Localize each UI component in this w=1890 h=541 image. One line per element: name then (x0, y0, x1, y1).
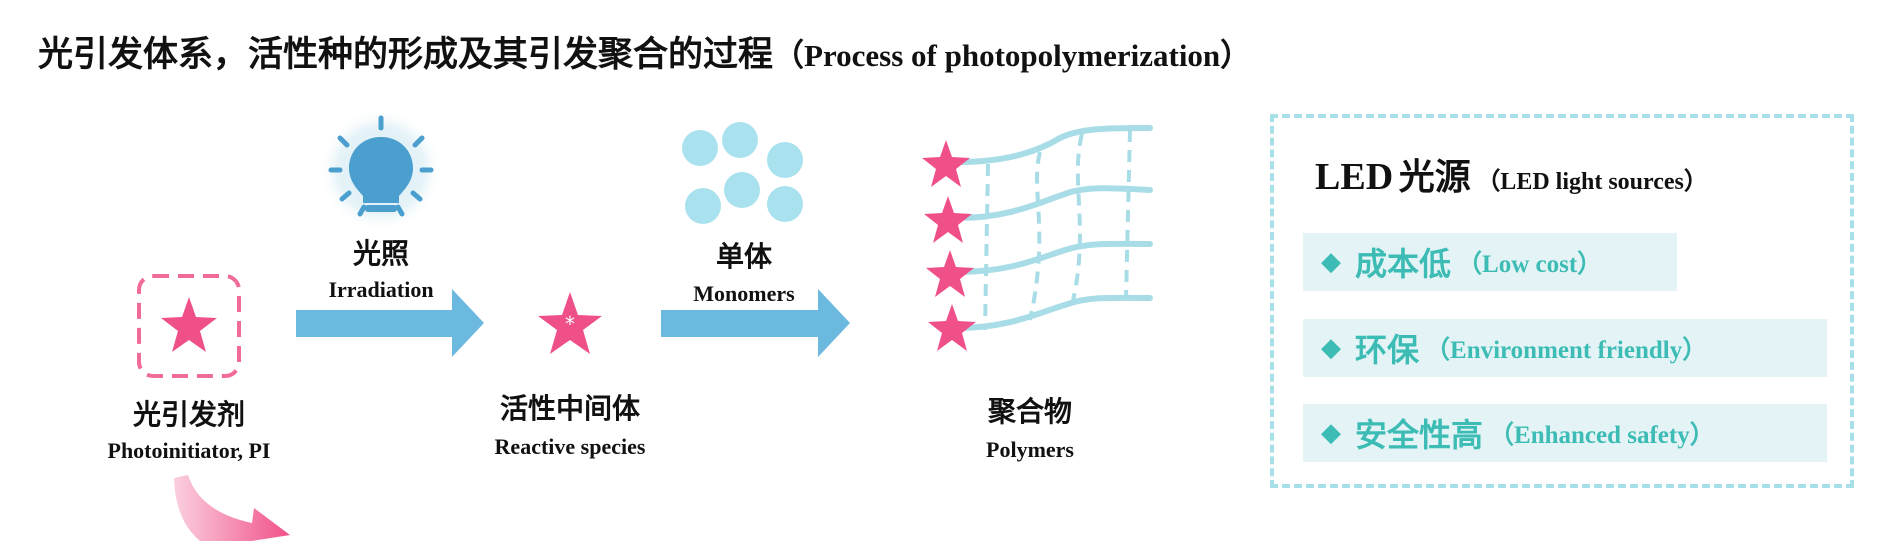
polymer-stars (922, 140, 976, 351)
initiator-icon (137, 274, 241, 378)
polymers-label-cn: 聚合物 (987, 395, 1072, 428)
monomers-label-en: Monomers (693, 281, 795, 306)
diamond-bullet-icon: ◆ (1321, 247, 1341, 277)
monomers-icon (682, 122, 803, 224)
polymers-label-en: Polymers (986, 437, 1074, 462)
led-title-en: LED (1315, 156, 1394, 198)
monomers-label-cn: 单体 (715, 240, 772, 273)
initiator-label-en: Photoinitiator, PI (107, 438, 271, 463)
arrow-irradiation (296, 289, 484, 357)
reactive-star-icon: * (538, 292, 602, 354)
reactive-label-en: Reactive species (494, 434, 646, 459)
title-cn: 光引发体系，活性种的形成及其引发聚合的过程 (38, 35, 774, 75)
reactive-label-cn: 活性中间体 (499, 392, 640, 425)
feature-label-en: （Low cost） (1457, 251, 1603, 278)
svg-text:*: * (565, 312, 575, 336)
initiator-label-cn: 光引发剂 (132, 398, 245, 431)
irradiation-label-cn: 光照 (352, 237, 409, 270)
curved-arrow-icon (174, 475, 290, 541)
irradiation-label-en: Irradiation (328, 277, 434, 302)
feature-label-en: （Environment friendly） (1425, 337, 1708, 364)
feature-label-cn: 成本低 (1355, 245, 1452, 283)
feature-label-en: （Enhanced safety） (1489, 422, 1715, 449)
feature-label-cn: 安全性高 (1355, 416, 1484, 454)
diamond-bullet-icon: ◆ (1321, 333, 1341, 363)
led-title-cn: 光源 (1398, 157, 1471, 198)
diamond-bullet-icon: ◆ (1321, 418, 1341, 448)
led-feature-safety: ◆ 安全性高 （Enhanced safety） (1303, 404, 1827, 462)
led-feature-low-cost: ◆ 成本低 （Low cost） (1303, 233, 1677, 291)
page-title: 光引发体系，活性种的形成及其引发聚合的过程（Process of photopo… (38, 26, 1251, 77)
polymer-network-icon (955, 125, 1153, 331)
feature-label-cn: 环保 (1355, 331, 1420, 369)
title-en: （Process of photopolymerization） (773, 38, 1252, 73)
led-title-sub: （LED light sources） (1476, 169, 1708, 195)
arrow-monomers (661, 289, 850, 357)
light-bulb-icon (319, 108, 443, 232)
led-panel-title: LED 光源 （LED light sources） (1315, 148, 1708, 200)
polymer-crosslinks (983, 129, 1132, 331)
led-panel (1270, 114, 1854, 488)
led-feature-environment: ◆ 环保 （Environment friendly） (1303, 319, 1827, 377)
